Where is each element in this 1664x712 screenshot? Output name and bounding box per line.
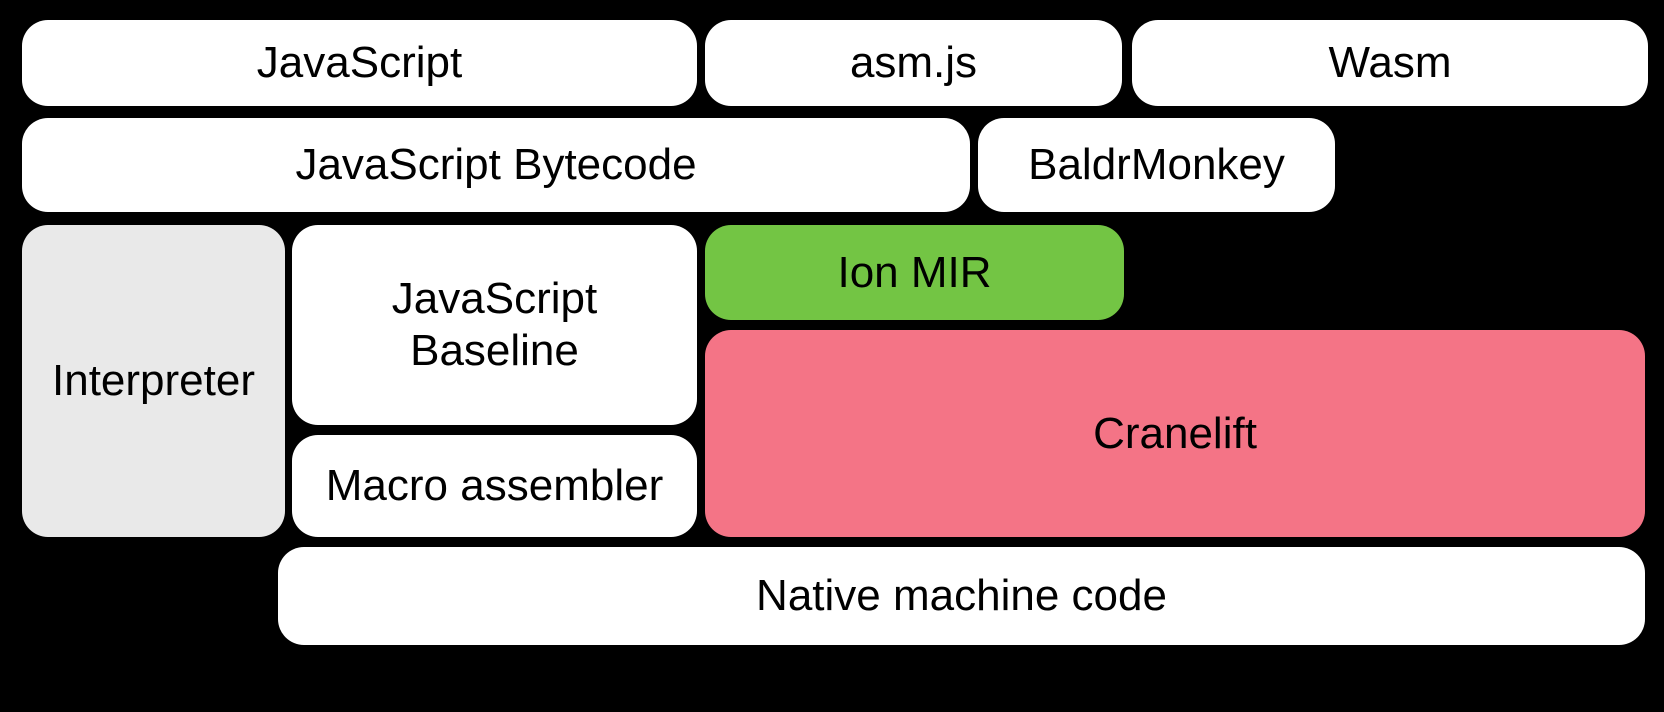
node-javascript-baseline[interactable]: JavaScript Baseline (292, 225, 697, 425)
node-javascript[interactable]: JavaScript (22, 20, 697, 106)
node-native-machine-code[interactable]: Native machine code (278, 547, 1645, 645)
node-wasm[interactable]: Wasm (1132, 20, 1648, 106)
node-ion-mir[interactable]: Ion MIR (705, 225, 1124, 320)
node-macro-assembler[interactable]: Macro assembler (292, 435, 697, 537)
node-interpreter[interactable]: Interpreter (22, 225, 285, 537)
node-baldrmonkey[interactable]: BaldrMonkey (978, 118, 1335, 212)
node-javascript-bytecode[interactable]: JavaScript Bytecode (22, 118, 970, 212)
node-asm-js[interactable]: asm.js (705, 20, 1122, 106)
node-cranelift[interactable]: Cranelift (705, 330, 1645, 537)
